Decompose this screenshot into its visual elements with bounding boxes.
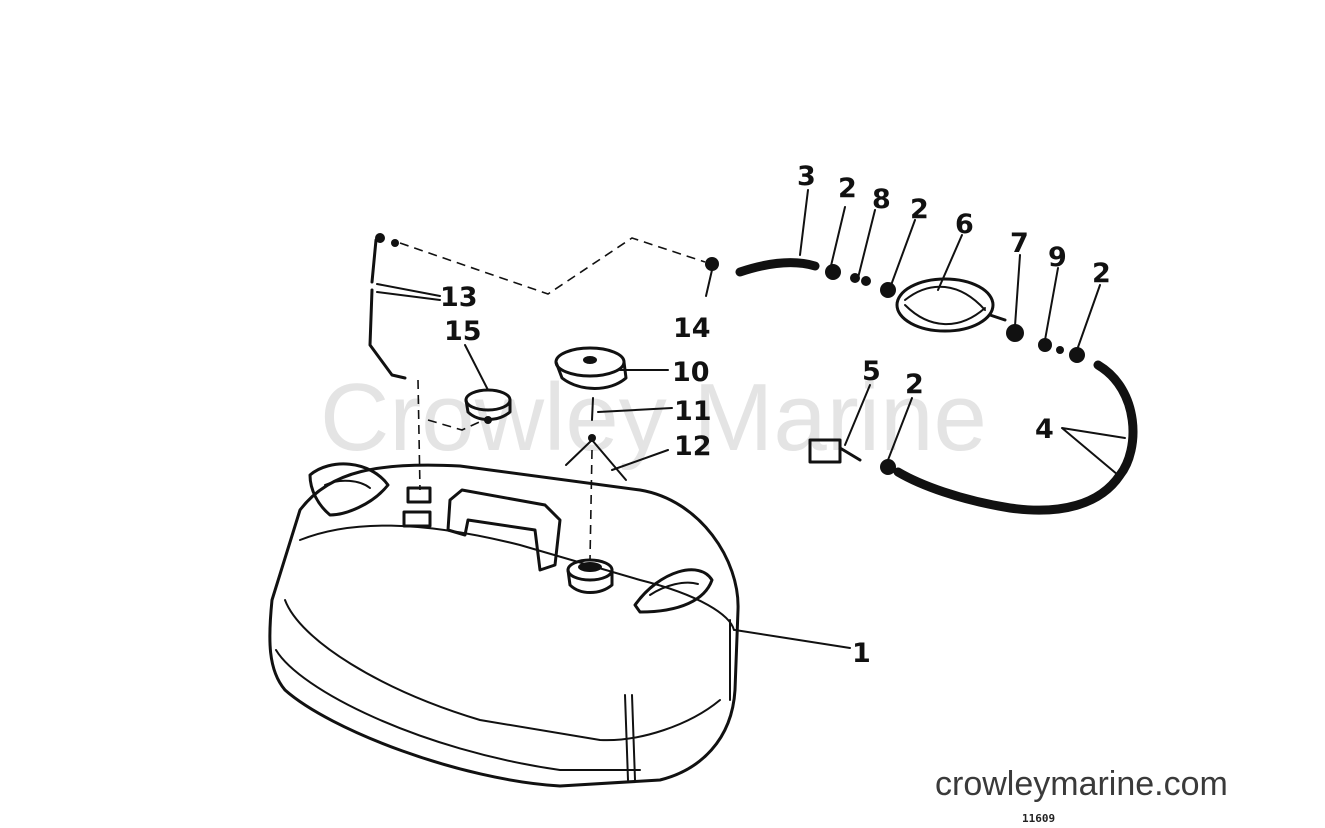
fuel-tank	[268, 462, 740, 788]
watermark: Crowley Marine	[320, 364, 987, 471]
fuel-line-assembly	[735, 258, 1138, 515]
callout-1: 1	[852, 638, 871, 669]
callout-labels: 1 2 2 2 2 3 4 5 6 7 8 9 10 11 12 13 14 1…	[440, 161, 1111, 669]
callout-9: 9	[1048, 242, 1067, 273]
pickup-tube	[368, 233, 407, 380]
callout-10: 10	[672, 357, 710, 388]
connector	[705, 257, 719, 271]
callout-8: 8	[872, 184, 891, 215]
callout-12: 12	[674, 431, 712, 462]
website-label: crowleymarine.com	[935, 765, 1228, 803]
callout-13: 13	[440, 282, 478, 313]
callout-2-a: 2	[838, 173, 857, 204]
assembly-guides	[399, 237, 706, 561]
leader-lines	[376, 189, 1126, 649]
drawing-code: 11609	[1022, 812, 1055, 825]
callout-15: 15	[444, 316, 482, 347]
callout-5: 5	[862, 356, 881, 387]
callout-14: 14	[673, 313, 711, 344]
callout-2-c: 2	[1092, 258, 1111, 289]
callout-2-d: 2	[905, 369, 924, 400]
filler-cap	[554, 346, 628, 390]
callout-4: 4	[1035, 414, 1054, 445]
callout-2-b: 2	[910, 194, 929, 225]
callout-11: 11	[674, 396, 712, 427]
callout-3: 3	[797, 161, 816, 192]
callout-6: 6	[955, 209, 974, 240]
callout-7: 7	[1010, 228, 1029, 259]
retainer-chain	[565, 397, 627, 481]
